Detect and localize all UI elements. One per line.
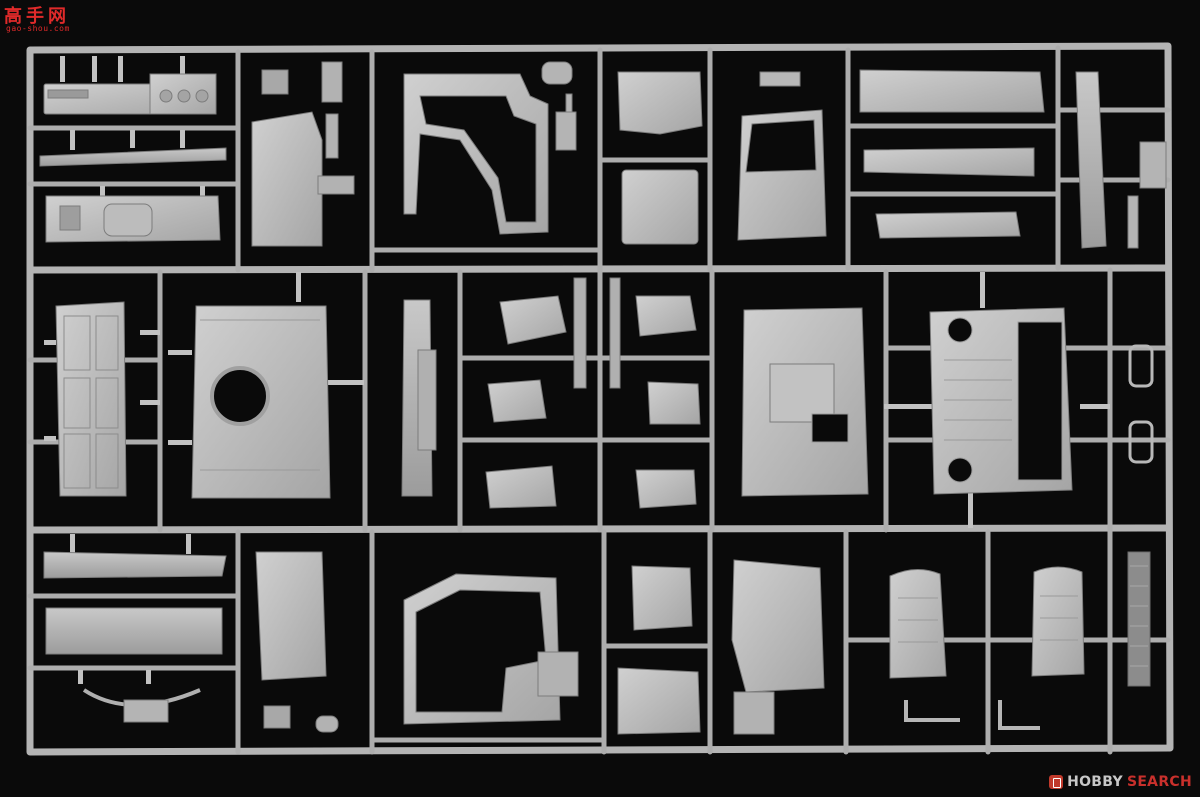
grille-front-part (929, 307, 1073, 495)
watermark-subtext: gao-shou.com (6, 24, 70, 33)
attachment-gates (44, 56, 1110, 684)
side-rail-part (1075, 71, 1167, 249)
watermark-logo-top-left: 高 手 网 gao-shou.com (4, 2, 70, 36)
cab-roof-main (191, 305, 331, 499)
rear-wall-part (55, 301, 127, 497)
fender-parts (889, 566, 1085, 679)
watermark-char-2: 手 (26, 6, 44, 27)
door-frame-bottom (731, 559, 825, 693)
rear-panel-part (251, 69, 323, 247)
dashboard-part (43, 73, 217, 115)
watermark-prefix: HOBBY (1067, 774, 1123, 790)
watermark-char-1: 高 (4, 6, 22, 27)
rear-panel-bottom (255, 551, 339, 733)
door-panel-top (617, 71, 703, 245)
exhaust-pipe-part (904, 700, 1040, 730)
bracket-part (317, 61, 355, 195)
dash-strip-part (39, 147, 227, 167)
sprue-runners (27, 45, 1171, 755)
watermark-suffix: SEARCH (1126, 774, 1192, 790)
watermark-char-3: 网 (48, 6, 66, 27)
pillar-part (401, 299, 437, 497)
bumper-part (43, 551, 227, 723)
door-frame-top (737, 71, 827, 241)
mirror-part (1128, 344, 1154, 464)
cab-floor-part (741, 307, 869, 497)
mirror-arm-part (541, 61, 577, 151)
door-parts-bottom (537, 565, 775, 735)
seat-parts (485, 277, 701, 509)
roof-panel-part (859, 69, 1045, 239)
firewall-part (45, 195, 221, 243)
cab-side-frame-top (403, 73, 549, 235)
hobbysearch-badge-icon (1049, 775, 1064, 789)
step-plate-part (1127, 551, 1151, 687)
cab-side-frame-bottom (403, 573, 561, 725)
